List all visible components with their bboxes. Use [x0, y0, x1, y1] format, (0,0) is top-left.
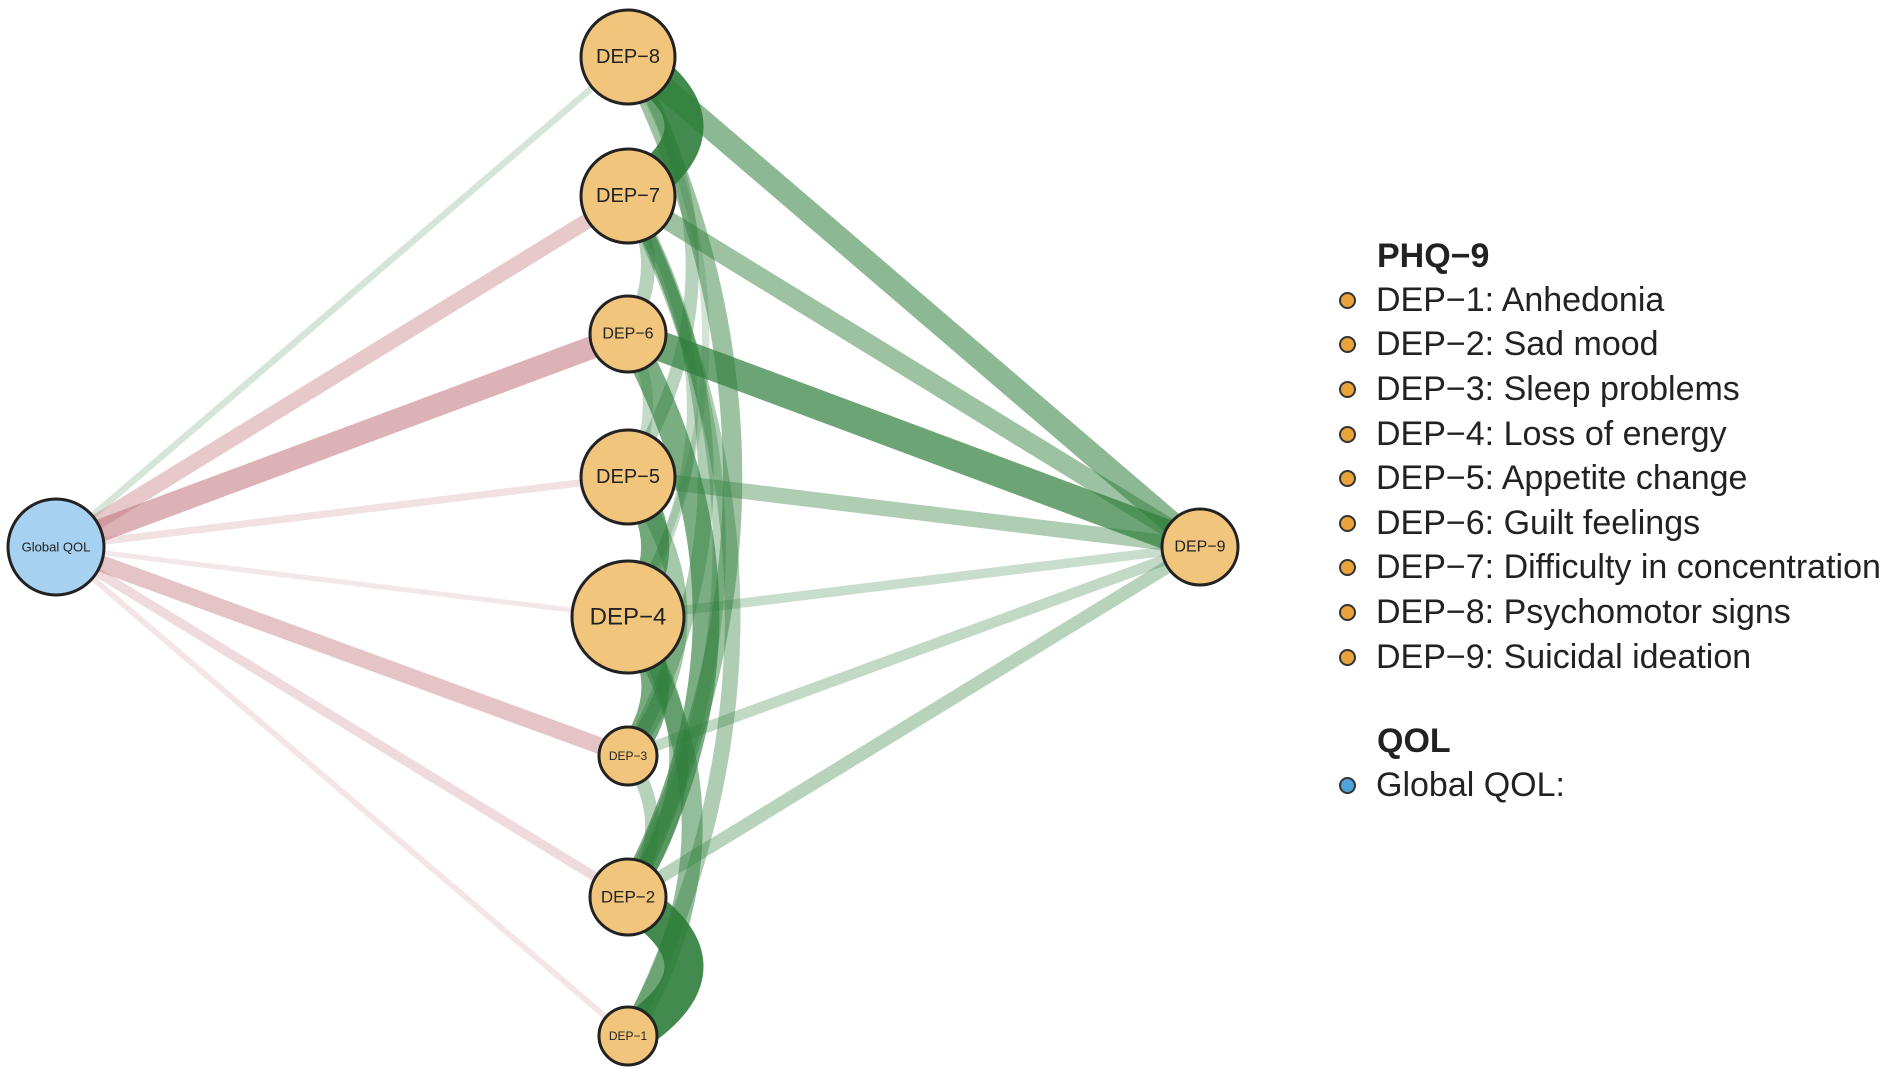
legend-item-dep-3: DEP−3: Sleep problems	[1325, 367, 1881, 412]
edge-dep-6-dep-2	[614, 320, 720, 911]
edge-dep-8-dep-9	[616, 45, 1212, 559]
node-circle	[579, 8, 677, 106]
legend-dot	[1339, 425, 1356, 443]
legend-item-dep-2: DEP−2: Sad mood	[1325, 323, 1881, 368]
legend-item-global-qol: Global QOL:	[1325, 763, 1881, 808]
node-dep-8: DEP−8	[579, 8, 677, 106]
node-dep-3: DEP−3	[597, 725, 659, 787]
legend-item-dep-5: DEP−5: Appetite change	[1325, 456, 1881, 501]
legend-group-phq9: PHQ−9 DEP−1: Anhedonia DEP−2: Sad mood D…	[1325, 236, 1881, 679]
legend-item-dep-7: DEP−7: Difficulty in concentration	[1325, 546, 1881, 591]
node-circle	[597, 725, 659, 787]
node-label: DEP−2	[601, 888, 655, 907]
legend-item-label: DEP−8: Psychomotor signs	[1376, 592, 1791, 631]
node-dep-1: DEP−1	[597, 1005, 659, 1067]
edge-dep-4-dep-9	[623, 542, 1205, 622]
legend-item-dep-9: DEP−9: Suicidal ideation	[1325, 635, 1881, 680]
legend-dot	[1339, 559, 1356, 577]
node-circle	[579, 428, 677, 526]
node-label: DEP−5	[596, 466, 660, 488]
legend-title-qol: QOL	[1377, 722, 1451, 761]
legend-item-dep-4: DEP−4: Loss of energy	[1325, 412, 1881, 457]
legend-item-label: DEP−6: Guilt feelings	[1376, 503, 1701, 542]
legend-title-phq9: PHQ−9	[1377, 237, 1490, 275]
node-circle	[1160, 507, 1240, 587]
legend-dot	[1339, 291, 1356, 309]
node-circle	[588, 857, 668, 937]
node-label: DEP−3	[609, 749, 648, 763]
edge-global-qol-dep-5	[52, 473, 632, 551]
legend-item-label: DEP−3: Sleep problems	[1376, 369, 1740, 408]
node-circle	[6, 497, 106, 597]
node-dep-4: DEP−4	[570, 559, 686, 675]
edge-global-qol-dep-1	[53, 544, 631, 1039]
node-dep-7: DEP−7	[579, 147, 677, 245]
edge-global-qol-dep-7	[48, 188, 636, 555]
edge-global-qol-dep-4	[53, 544, 631, 620]
legend-group-qol: QOL Global QOL:	[1325, 721, 1881, 808]
edge-dep-4-dep-1	[617, 606, 703, 1047]
legend-item-label: Global QOL:	[1376, 766, 1565, 805]
legend-item-dep-1: DEP−1: Anhedonia	[1325, 278, 1881, 323]
node-circle	[570, 559, 686, 675]
legend-dot	[1339, 514, 1356, 532]
node-global-qol: Global QOL	[6, 497, 106, 597]
legend: PHQ−9 DEP−1: Anhedonia DEP−2: Sad mood D…	[1325, 236, 1881, 808]
edge-dep-7-dep-9	[618, 186, 1210, 557]
legend-dot	[1339, 380, 1356, 398]
legend-dot	[1339, 336, 1356, 354]
edge-global-qol-dep-2	[51, 542, 633, 902]
edge-dep-6-dep-9	[613, 319, 1215, 562]
legend-item-label: DEP−9: Suicidal ideation	[1376, 637, 1752, 676]
node-label: DEP−8	[596, 46, 660, 68]
legend-item-label: DEP−1: Anhedonia	[1376, 280, 1665, 319]
legend-item-label: DEP−2: Sad mood	[1376, 325, 1659, 364]
legend-list-qol: Global QOL:	[1325, 763, 1881, 808]
edge-dep-3-dep-9	[622, 541, 1206, 762]
node-circle	[579, 147, 677, 245]
node-label: DEP−1	[609, 1029, 648, 1043]
node-dep-6: DEP−6	[588, 294, 668, 374]
node-circle	[588, 294, 668, 374]
legend-item-label: DEP−4: Loss of energy	[1376, 414, 1727, 453]
edge-dep-2-dep-9	[621, 540, 1207, 904]
node-layer: Global QOL DEP−8DEP−7DEP−6DEP−5DEP−4DEP−3…	[6, 8, 1240, 1067]
edge-global-qol-dep-3	[47, 538, 637, 765]
legend-item-dep-8: DEP−8: Psychomotor signs	[1325, 590, 1881, 635]
node-label: DEP−9	[1174, 539, 1225, 556]
node-dep-9: DEP−9	[1160, 507, 1240, 587]
node-circle	[597, 1005, 659, 1067]
legend-item-label: DEP−7: Difficulty in concentration	[1376, 548, 1881, 587]
network-diagram: Global QOL DEP−8DEP−7DEP−6DEP−5DEP−4DEP−3…	[6, 8, 1240, 1067]
edge-global-qol-dep-8	[52, 53, 632, 551]
legend-dot	[1339, 777, 1356, 795]
edge-dep-5-dep-9	[620, 469, 1208, 555]
legend-dot	[1339, 470, 1356, 488]
legend-dot	[1339, 603, 1356, 621]
legend-item-label: DEP−5: Appetite change	[1376, 459, 1748, 498]
edge-global-qol-dep-6	[44, 322, 640, 559]
legend-dot	[1339, 648, 1356, 666]
node-dep-2: DEP−2	[588, 857, 668, 937]
legend-list-phq9: DEP−1: Anhedonia DEP−2: Sad mood DEP−3: …	[1325, 278, 1881, 679]
node-label: DEP−7	[596, 185, 660, 207]
node-label: Global QOL	[22, 540, 91, 555]
node-label: DEP−6	[602, 326, 653, 343]
node-label: DEP−4	[590, 604, 667, 631]
legend-item-dep-6: DEP−6: Guilt feelings	[1325, 501, 1881, 546]
node-dep-5: DEP−5	[579, 428, 677, 526]
